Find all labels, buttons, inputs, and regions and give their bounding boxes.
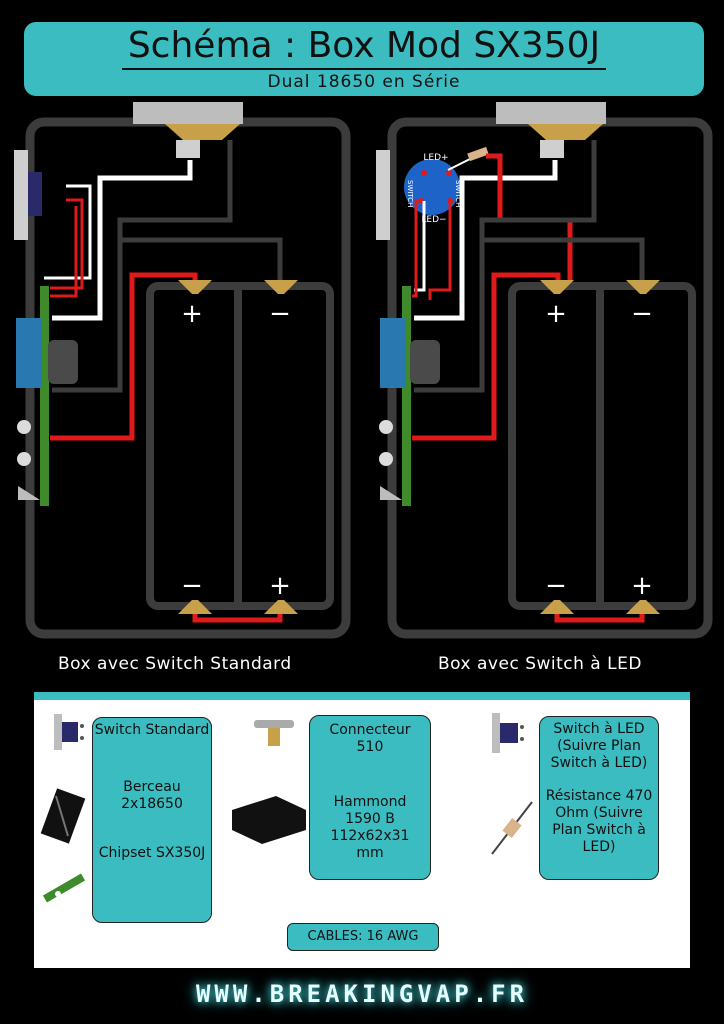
- left-minus-top: −: [269, 299, 291, 329]
- page-subtitle: Dual 18650 en Série: [267, 72, 461, 92]
- right-plus-bottom: +: [631, 571, 653, 601]
- legend-hammond: Hammond 1590 B 112x62x31 mm: [330, 794, 410, 861]
- legend-panel-accent: [34, 692, 690, 700]
- right-plus-top: +: [545, 299, 567, 329]
- legend-box-right: Switch à LED (Suivre Plan Switch à LED) …: [539, 716, 659, 880]
- left-minus-bottom: −: [181, 571, 203, 601]
- legend-box-left: Switch Standard Berceau 2x18650 Chipset …: [92, 717, 212, 923]
- switch-standard-icon: [54, 714, 84, 750]
- legend-cables: CABLES: 16 AWG: [287, 923, 439, 951]
- legend-chipset: Chipset SX350J: [98, 845, 206, 861]
- switch-label-right: SWITCH: [454, 180, 462, 207]
- box-led-switch: LED+ LED− SWITCH SWITCH + − − +: [376, 102, 713, 639]
- legend-box-middle: Connecteur 510 Hammond 1590 B 112x62x31 …: [309, 715, 431, 880]
- battery-cradle-icon: [40, 788, 86, 844]
- caption-led-switch: Box avec Switch à LED: [438, 654, 642, 674]
- legend-switch-led: Switch à LED (Suivre Plan Switch à LED): [550, 721, 648, 771]
- legend-switch-standard: Switch Standard: [94, 722, 210, 738]
- left-plus-top: +: [181, 299, 203, 329]
- switch-led-icon: [492, 713, 524, 753]
- right-minus-bottom: −: [545, 571, 567, 601]
- page-title: Schéma : Box Mod SX350J: [121, 24, 607, 70]
- legend-berceau: Berceau 2x18650: [121, 779, 183, 812]
- wiring-diagrams: + − − + LED+ LED− SWITCH SWITCH: [14, 102, 713, 639]
- legend-resistance: Résistance 470 Ohm (Suivre Plan Switch à…: [545, 788, 653, 855]
- footer-website: WWW.BREAKINGVAP.FR: [195, 980, 529, 1008]
- led-plus-label: LED+: [423, 153, 448, 163]
- switch-label-left: SWITCH: [406, 180, 414, 207]
- right-minus-top: −: [631, 299, 653, 329]
- box-standard-switch: + − − +: [14, 102, 351, 639]
- caption-standard-switch: Box avec Switch Standard: [58, 654, 292, 674]
- hammond-box-icon: [232, 796, 306, 844]
- resistor-icon: [491, 801, 533, 855]
- chipset-icon: [42, 873, 86, 903]
- connector-510-icon: [254, 720, 294, 746]
- header-banner: Schéma : Box Mod SX350J Dual 18650 en Sé…: [24, 22, 704, 96]
- led-minus-label: LED−: [421, 215, 446, 225]
- left-plus-bottom: +: [269, 571, 291, 601]
- legend-connecteur: Connecteur 510: [329, 722, 411, 755]
